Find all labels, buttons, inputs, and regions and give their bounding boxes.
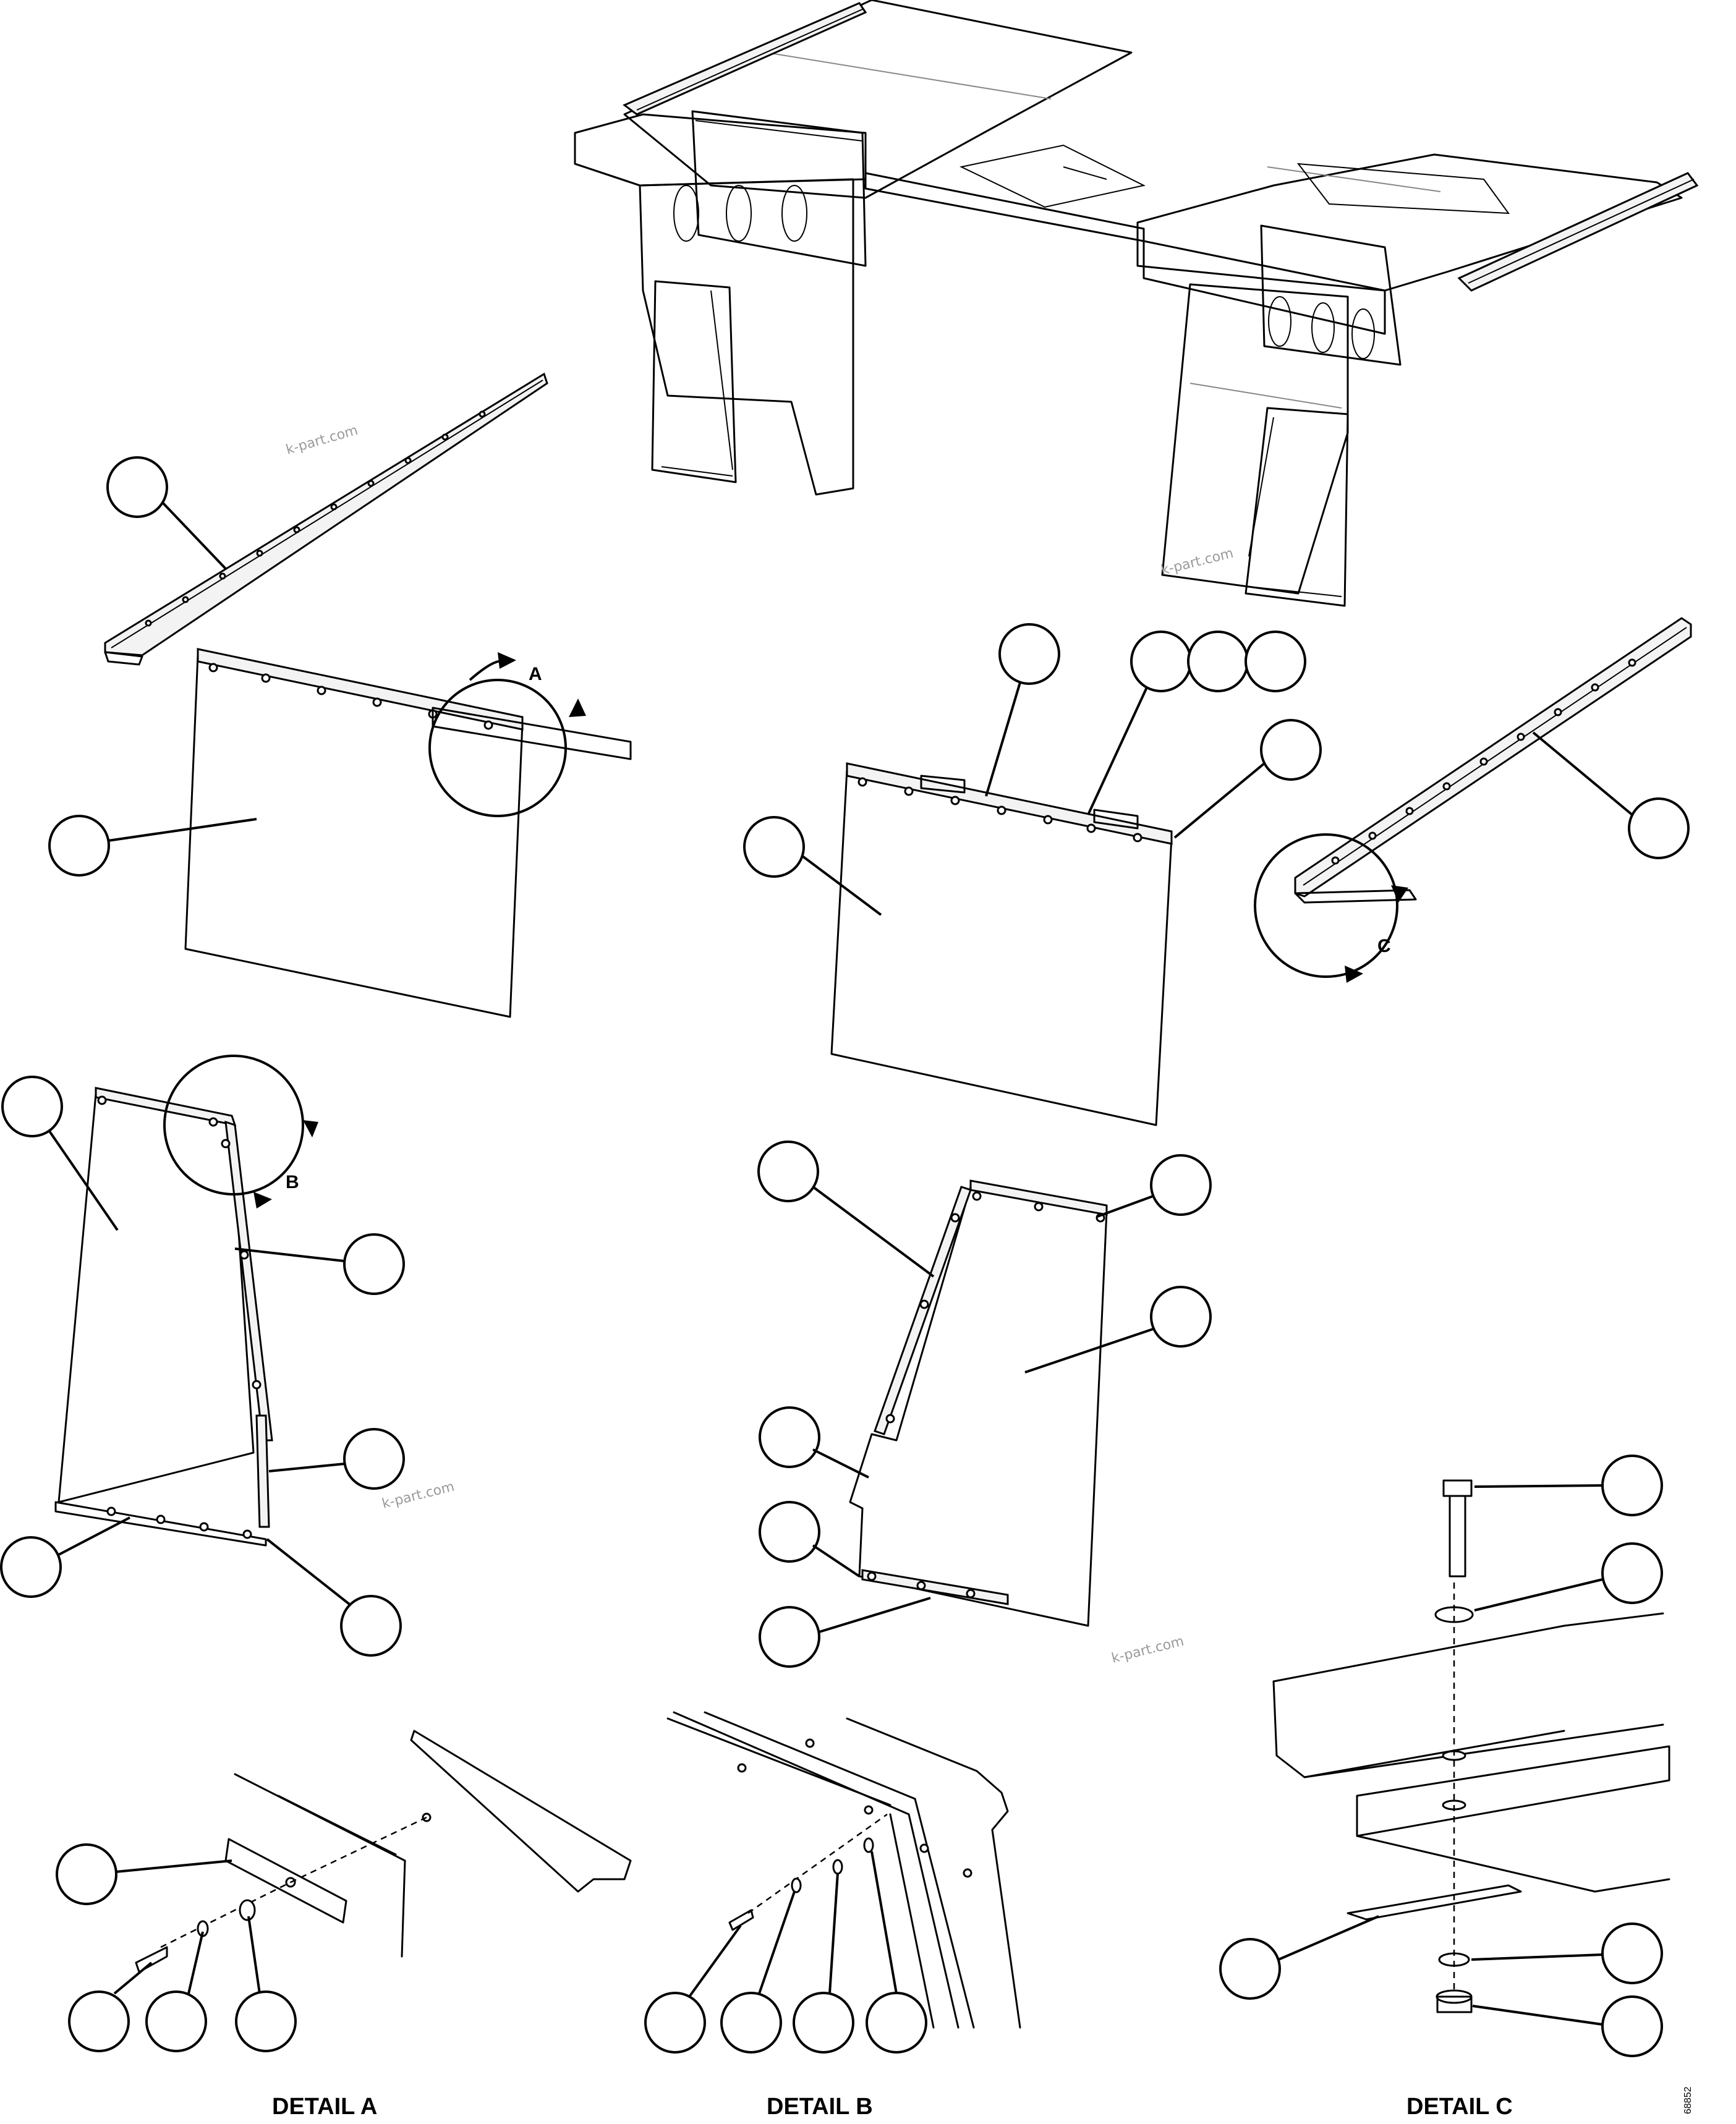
mirror-panel: k-part.com — [757, 1141, 1212, 1668]
detail-label-b: DETAIL B — [767, 2094, 873, 2120]
detail-marker-a: A — [529, 664, 542, 684]
callout-bubble — [343, 1233, 405, 1295]
detail-c: DETAIL C — [1219, 1455, 1670, 2120]
callout-bubble — [1601, 1455, 1663, 1516]
callout-bubble — [1601, 1995, 1663, 2057]
callout-bubble — [1150, 1286, 1212, 1348]
callout-bubble — [145, 1990, 207, 2052]
callout-bubble — [720, 1992, 782, 2054]
watermark-bottom: k-part.com — [1110, 1634, 1185, 1667]
callout-bubble — [743, 816, 805, 878]
callout-bubble — [1601, 1542, 1663, 1604]
panel-with-detail-a: A — [48, 648, 632, 1018]
callout-bubble — [866, 1992, 927, 2054]
panel-with-detail-b: B k-part.com — [0, 1055, 456, 1657]
detail-label-a: DETAIL A — [272, 2094, 377, 2120]
callout-bubble — [1245, 631, 1306, 692]
callout-bubble — [1187, 631, 1249, 692]
callout-bubble — [1130, 631, 1192, 692]
callout-bubble — [343, 1428, 405, 1490]
detail-label-c: DETAIL C — [1406, 2094, 1513, 2120]
callout-bubble — [1601, 1922, 1663, 1984]
detail-b: DETAIL B — [644, 1711, 1021, 2120]
callout-bubble — [56, 1843, 117, 1905]
rail-holes — [145, 410, 486, 627]
callout-bubble — [998, 623, 1060, 685]
callout-bubble — [340, 1595, 402, 1657]
callout-bubble — [68, 1990, 130, 2052]
detail-circle-a — [428, 679, 567, 817]
callout-bubble — [1260, 719, 1322, 781]
callout-bubble — [48, 815, 110, 877]
center-panel — [743, 623, 1322, 1126]
callout-bubble — [759, 1501, 820, 1563]
callout-bubble — [1150, 1154, 1212, 1216]
callout-bubble — [1628, 797, 1690, 859]
watermark-rail: k-part.com — [284, 423, 360, 458]
detail-marker-c: C — [1377, 936, 1391, 956]
callout-bubble — [644, 1992, 706, 2054]
callout-bubble — [106, 456, 168, 518]
callout-bubble — [759, 1406, 820, 1468]
callout-bubble — [793, 1992, 854, 2054]
detail-marker-b: B — [286, 1172, 299, 1192]
detail-circle-c — [1254, 833, 1398, 978]
callout-bubble — [235, 1990, 297, 2052]
callout-bubble — [1219, 1938, 1281, 2000]
drawing-code: 68852 — [1683, 2086, 1693, 2114]
angle-rail-right: C — [1254, 617, 1692, 983]
callout-bubble — [757, 1141, 819, 1202]
detail-a: DETAIL A — [56, 1730, 632, 2120]
detail-circle-b — [163, 1055, 304, 1196]
angle-rail-left: k-part.com — [104, 372, 548, 666]
callout-bubble — [0, 1536, 62, 1598]
watermark-top: k-part.com — [1159, 546, 1235, 579]
top-assembly: k-part.com — [574, 0, 1699, 607]
callout-bubble — [1, 1076, 63, 1137]
callout-bubble — [759, 1606, 820, 1668]
